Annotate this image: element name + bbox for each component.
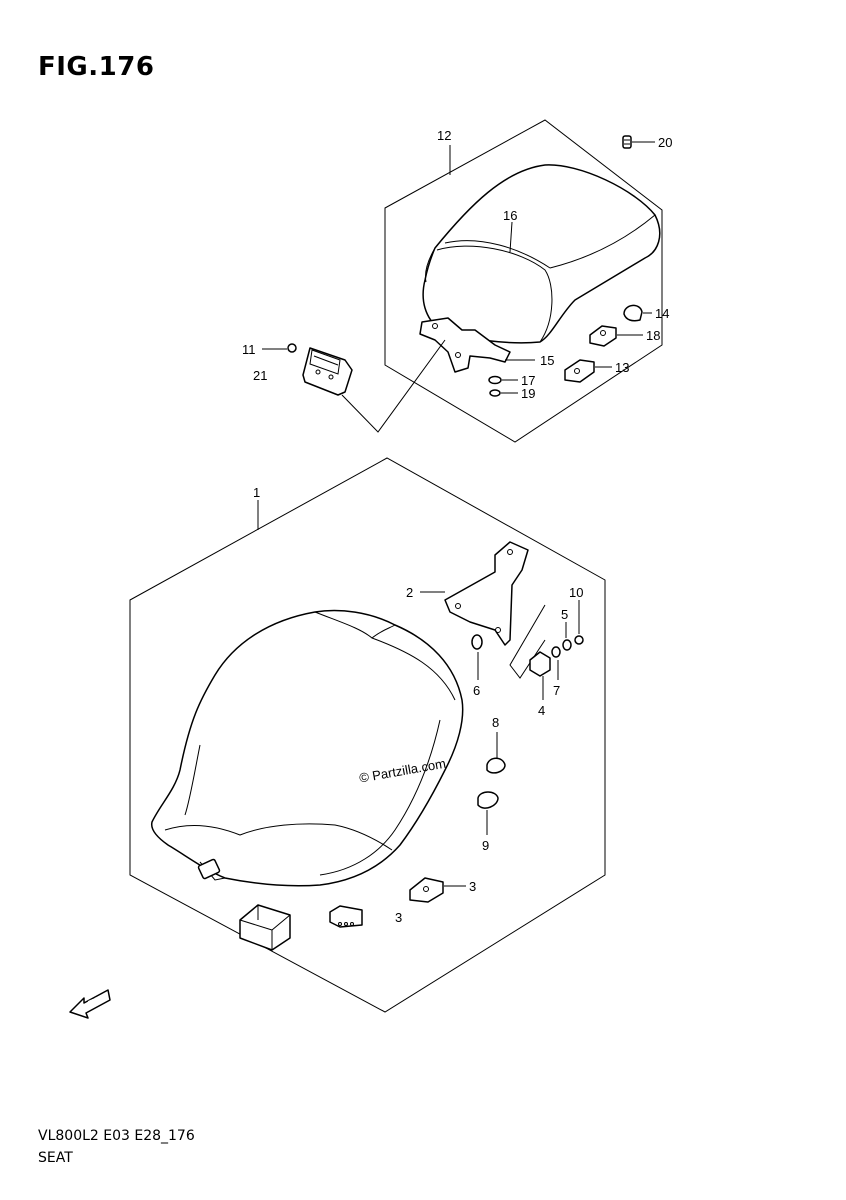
washer-5: [562, 639, 572, 651]
callout-8: 8: [492, 715, 499, 730]
collar-4: [529, 651, 551, 677]
clip-3-a: [409, 877, 444, 903]
callout-20: 20: [658, 135, 672, 150]
callout-18: 18: [646, 328, 660, 343]
callout-13: 13: [615, 360, 629, 375]
rider-seat-bracket: [444, 541, 529, 646]
passenger-seat-cushion: [422, 164, 661, 344]
rider-seat-cushion: [150, 609, 464, 887]
cushion-9: [477, 791, 499, 809]
rider-seat-group-outline: [129, 457, 606, 1013]
callout-17: 17: [521, 373, 535, 388]
callout-7: 7: [553, 683, 560, 698]
bolt-11: [287, 343, 297, 353]
callout-14: 14: [655, 306, 669, 321]
callout-15: 15: [540, 353, 554, 368]
callout-6: 6: [473, 683, 480, 698]
callout-19: 19: [521, 386, 535, 401]
nut-10: [574, 635, 584, 645]
callout-1: 1: [253, 485, 260, 500]
forward-arrow-icon: FWD: [69, 989, 111, 1019]
callout-2: 2: [406, 585, 413, 600]
callout-3-a: 3: [469, 879, 476, 894]
callout-11: 11: [242, 342, 256, 357]
callout-3-b: 3: [395, 910, 402, 925]
cushion-14: [623, 304, 643, 322]
seat-hook-bracket: [302, 347, 353, 396]
bolt-19: [489, 389, 501, 397]
figure-code: VL800L2 E03 E28_176: [38, 1128, 195, 1144]
callout-9: 9: [482, 838, 489, 853]
washer-17: [488, 375, 502, 385]
callout-16: 16: [503, 208, 517, 223]
washer-6: [471, 634, 483, 650]
callout-21: 21: [253, 368, 267, 383]
passenger-seat-bracket: [419, 317, 511, 373]
callout-10: 10: [569, 585, 583, 600]
callout-4: 4: [538, 703, 545, 718]
callout-5: 5: [561, 607, 568, 622]
clip-3-b: [329, 905, 363, 928]
washer-7: [551, 646, 561, 658]
seat-pad: [239, 904, 291, 951]
passenger-seat-group-outline: [384, 119, 663, 443]
figure-title: FIG.176: [38, 52, 155, 82]
cushion-8: [486, 757, 506, 774]
bolt-20: [622, 135, 632, 149]
figure-name: SEAT: [38, 1150, 73, 1166]
callout-12: 12: [437, 128, 451, 143]
